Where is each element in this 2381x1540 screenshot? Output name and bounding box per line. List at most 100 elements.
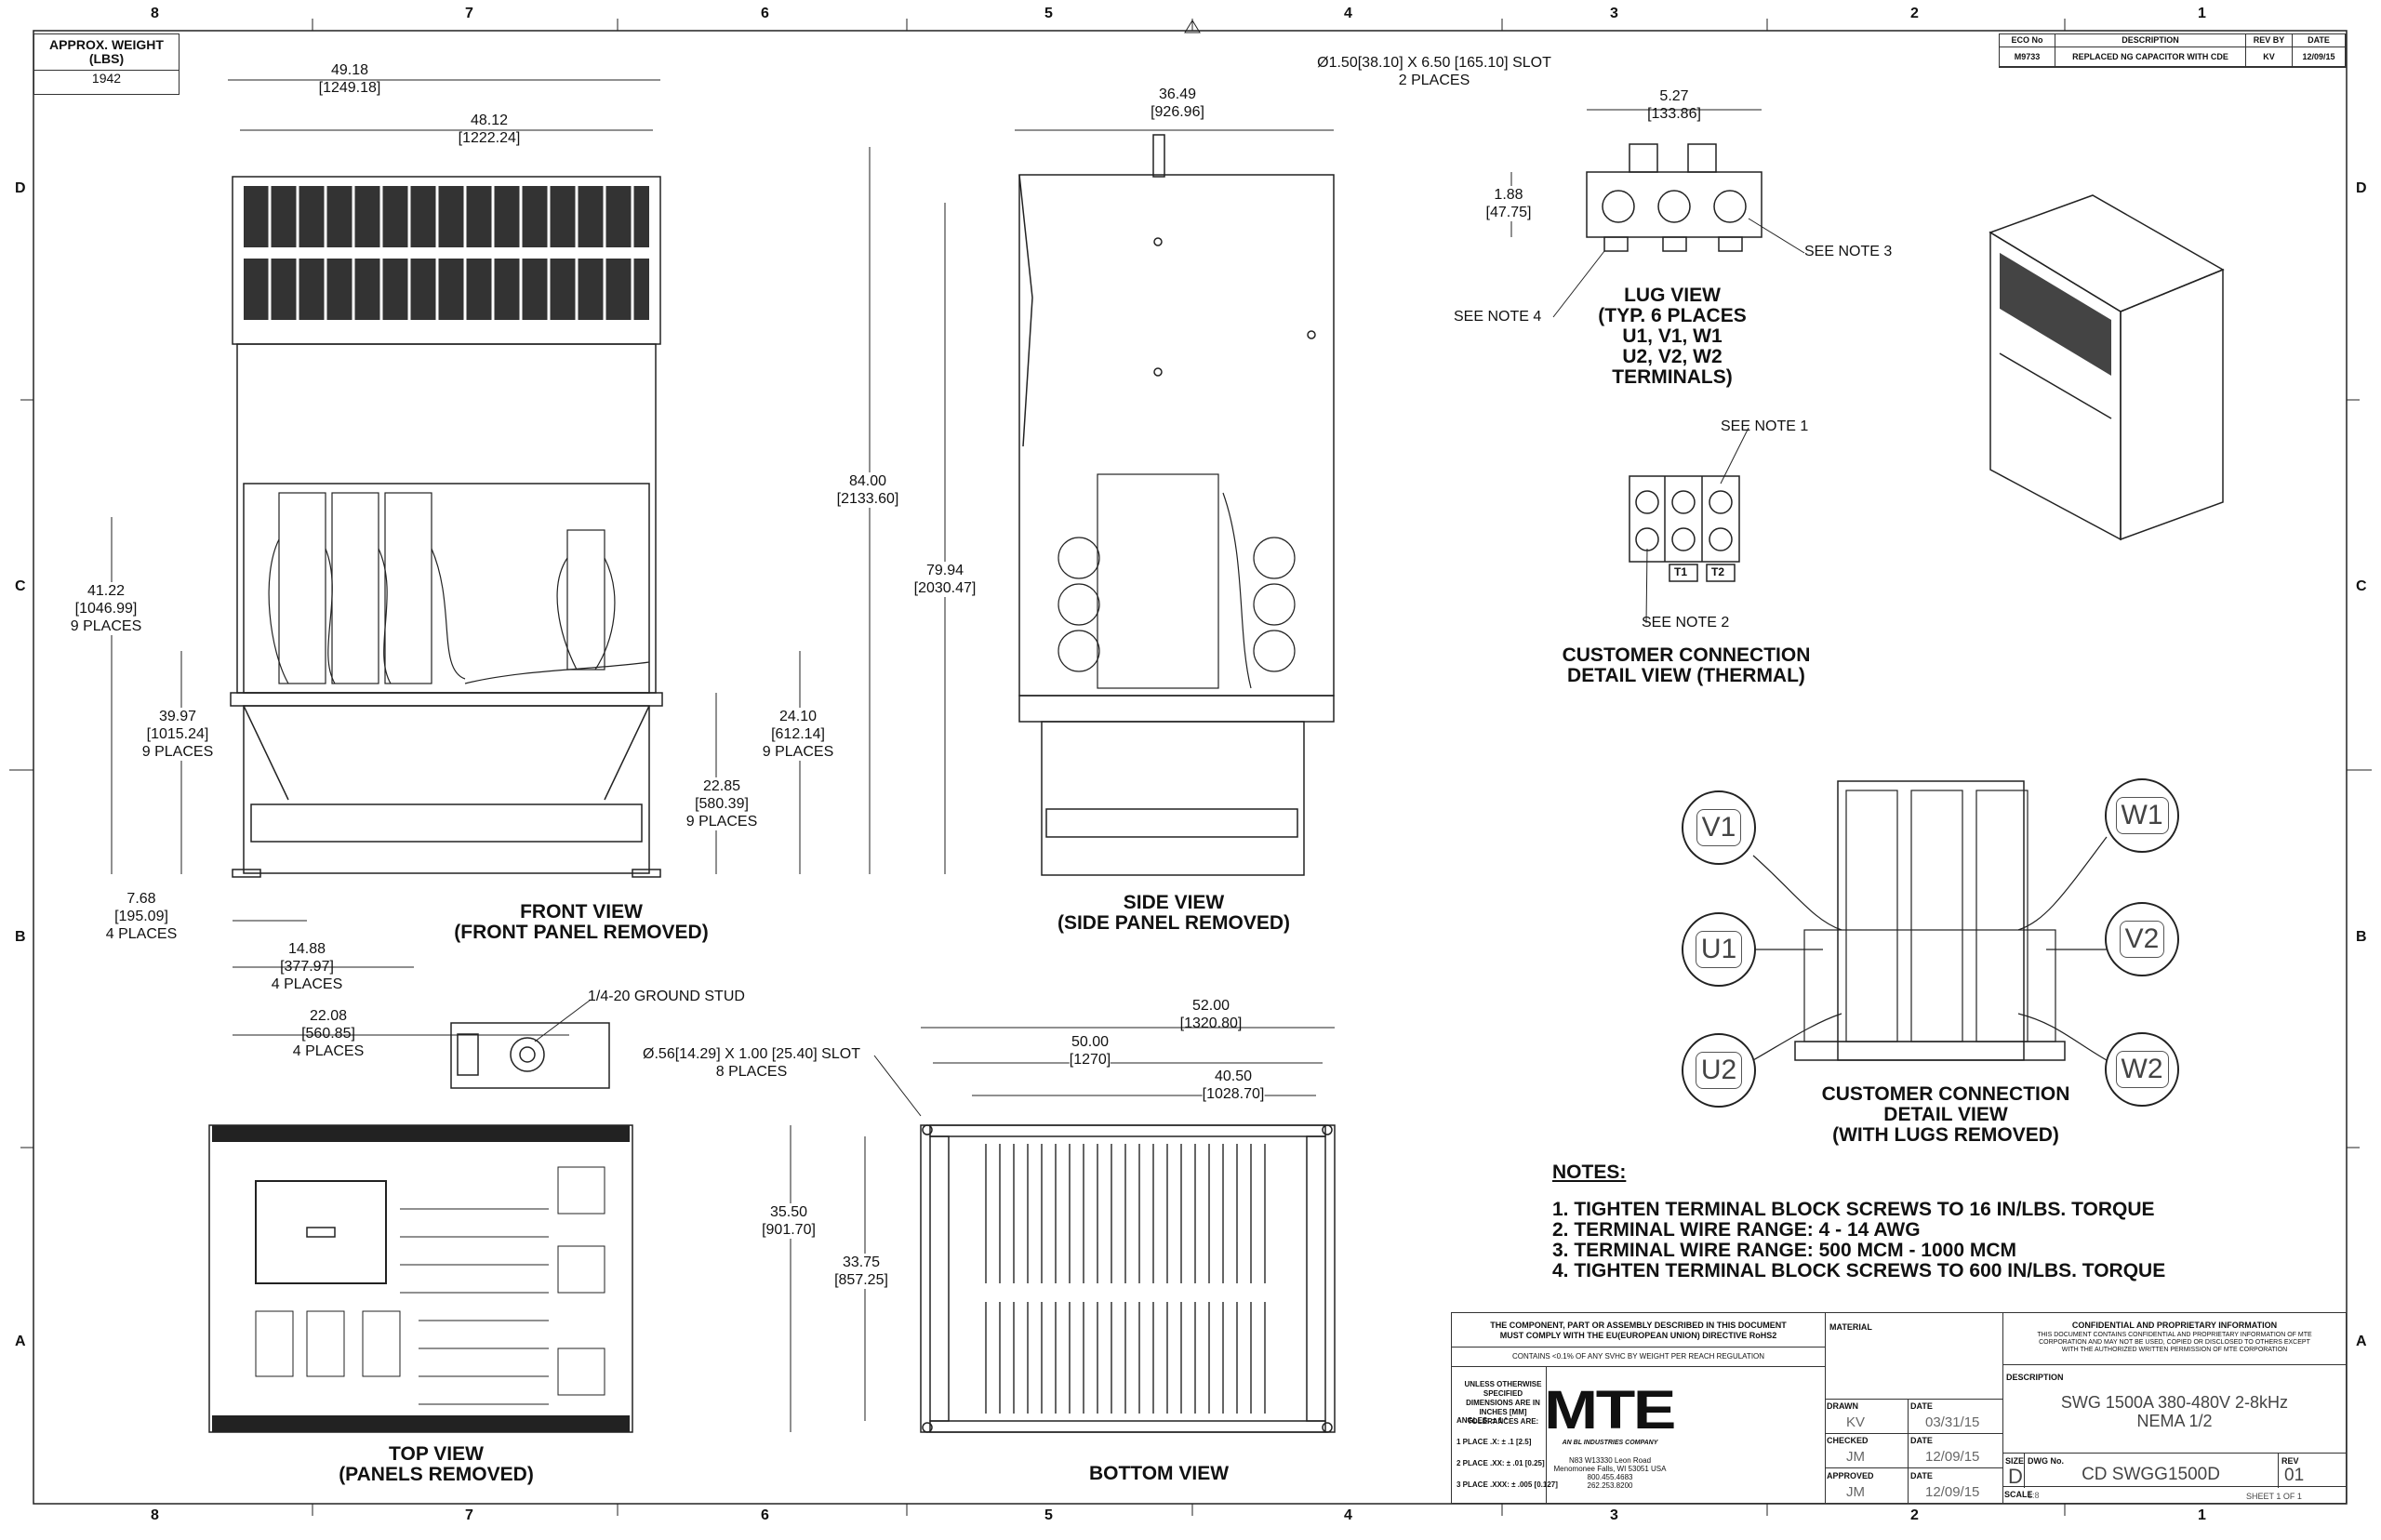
rev-header: REV BY	[2246, 34, 2293, 47]
zone-col: 3	[1610, 6, 1618, 21]
zone-row: D	[2356, 180, 2367, 196]
rohs-text: THE COMPONENT, PART OR ASSEMBLY DESCRIBE…	[1490, 1321, 1787, 1340]
terminal-callout: U1	[1682, 912, 1756, 987]
size-label: SIZE	[2005, 1456, 2025, 1466]
dimension: 36.49 [926.96]	[1151, 86, 1204, 121]
tolerance: 1 PLACE .X: ± .1 [2.5]	[1457, 1438, 1532, 1446]
tb-reach: CONTAINS <0.1% OF ANY SVHC BY WEIGHT PER…	[1451, 1347, 1826, 1367]
dimension: 49.18 [1249.18]	[318, 62, 381, 96]
notes: NOTES: 1. TIGHTEN TERMINAL BLOCK SCREWS …	[1552, 1162, 2165, 1281]
view-title: LUG VIEW (TYP. 6 PLACES U1, V1, W1 U2, V…	[1598, 285, 1747, 388]
zone-row: B	[2356, 929, 2367, 945]
dimension: 41.22 [1046.99] 9 PLACES	[70, 582, 142, 635]
approved-date: 12/09/15	[1925, 1484, 1980, 1500]
drawn-date: 03/31/15	[1925, 1414, 1980, 1430]
view-title: BOTTOM VIEW	[1088, 1463, 1230, 1484]
notes-heading: NOTES:	[1552, 1162, 1627, 1183]
date-label: DATE	[1910, 1401, 1933, 1411]
drawn-by: KV	[1846, 1414, 1866, 1430]
zone-col: 5	[1044, 6, 1053, 21]
dimension: 22.85 [580.39] 9 PLACES	[685, 777, 758, 830]
zone-col: 6	[761, 6, 769, 21]
zone-col: 7	[465, 1507, 473, 1523]
weight-box: APPROX. WEIGHT (LBS) 1942	[33, 33, 180, 95]
approved-label: APPROVED	[1827, 1471, 1874, 1480]
terminal-label: V2	[2119, 921, 2165, 958]
zone-col: 2	[1910, 6, 1919, 21]
zone-col: 7	[465, 6, 473, 21]
note-callout: SEE NOTE 4	[1454, 309, 1542, 325]
zone-col: 8	[151, 1507, 159, 1523]
tb-description: DESCRIPTION SWG 1500A 380-480V 2-8kHz NE…	[2002, 1364, 2347, 1504]
zone-col: 4	[1344, 6, 1352, 21]
description-label: DESCRIPTION	[2006, 1373, 2064, 1382]
terminal-label: V1	[1696, 809, 1742, 846]
view-title: TOP VIEW (PANELS REMOVED)	[339, 1443, 534, 1485]
weight-value: 1942	[91, 71, 122, 86]
divider	[1546, 1367, 1547, 1504]
rev-header: DESCRIPTION	[2055, 34, 2246, 47]
drawing-number: CD SWGG1500D	[2082, 1465, 2220, 1484]
zone-row: C	[2356, 578, 2367, 594]
zone-row: A	[15, 1334, 26, 1349]
zone-col: 8	[151, 6, 159, 21]
terminal-label: W2	[2115, 1051, 2169, 1088]
dimension: 79.94 [2030.47]	[913, 562, 977, 597]
drawn-label: DRAWN	[1827, 1401, 1858, 1411]
dimension: 50.00 [1270]	[1069, 1033, 1111, 1069]
terminal-callout: V1	[1682, 790, 1756, 865]
dimension: 52.00 [1320.80]	[1179, 998, 1243, 1031]
divider	[1908, 1399, 1909, 1504]
checked-date: 12/09/15	[1925, 1449, 1980, 1465]
slot-callout: Ø1.50[38.10] X 6.50 [165.10] SLOT 2 PLAC…	[1317, 55, 1551, 88]
revision: 01	[2284, 1466, 2305, 1485]
confidential-text: THIS DOCUMENT CONTAINS CONFIDENTIAL AND …	[2037, 1332, 2312, 1353]
sheet: SHEET 1 OF 1	[2246, 1492, 2302, 1501]
dimension: 5.27 [133.86]	[1647, 88, 1701, 122]
terminal-label: T2	[1711, 565, 1725, 578]
ground-stud-callout: 1/4-20 GROUND STUD	[588, 989, 745, 1004]
view-title: CUSTOMER CONNECTION DETAIL VIEW (THERMAL…	[1562, 644, 1811, 686]
dimension: 39.97 [1015.24] 9 PLACES	[141, 708, 214, 761]
slot-callout: Ø.56[14.29] X 1.00 [25.40] SLOT 8 PLACES	[643, 1046, 860, 1080]
terminal-label: U1	[1695, 931, 1743, 968]
rev-by: KV	[2246, 47, 2293, 67]
rev-header: DATE	[2293, 34, 2346, 47]
terminal-callout: W2	[2105, 1032, 2179, 1107]
terminal-callout: U2	[1682, 1033, 1756, 1108]
dwg-label: DWG No.	[2028, 1456, 2064, 1466]
mte-logo: MTE	[1544, 1380, 1676, 1440]
zone-row: B	[15, 929, 26, 945]
dimension: 35.50 [901.70]	[762, 1203, 816, 1239]
date-label: DATE	[1910, 1436, 1933, 1445]
date-label: DATE	[1910, 1471, 1933, 1480]
note-callout: SEE NOTE 2	[1642, 615, 1730, 631]
terminal-callout: W1	[2105, 778, 2179, 853]
note-item: 3. TERMINAL WIRE RANGE: 500 MCM - 1000 M…	[1552, 1240, 2017, 1261]
note-item: 1. TIGHTEN TERMINAL BLOCK SCREWS TO 16 I…	[1552, 1199, 2155, 1220]
zone-col: 4	[1344, 1507, 1352, 1523]
scale-label: SCALE	[2004, 1490, 2033, 1499]
dimension: 24.10 [612.14] 9 PLACES	[762, 708, 834, 761]
view-title: CUSTOMER CONNECTION DETAIL VIEW (WITH LU…	[1821, 1083, 2070, 1146]
logo-subtitle: AN BL INDUSTRIES COMPANY	[1562, 1440, 1658, 1446]
size: D	[2008, 1465, 2023, 1488]
approved-by: JM	[1846, 1484, 1865, 1500]
zone-col: 3	[1610, 1507, 1618, 1523]
rev-description: REPLACED NG CAPACITOR WITH CDE	[2055, 47, 2246, 67]
description: SWG 1500A 380-480V 2-8kHz NEMA 1/2	[2060, 1393, 2289, 1430]
note-item: 4. TIGHTEN TERMINAL BLOCK SCREWS TO 600 …	[1552, 1260, 2166, 1281]
revision-block: ECO No DESCRIPTION REV BY DATE M9733 REP…	[1999, 33, 2347, 68]
checked-label: CHECKED	[1827, 1436, 1869, 1445]
terminal-label: U2	[1695, 1052, 1743, 1089]
dimension: 40.50 [1028.70]	[1202, 1068, 1265, 1103]
note-callout: SEE NOTE 1	[1721, 418, 1809, 434]
tb-confidential: CONFIDENTIAL AND PROPRIETARY INFORMATION…	[2002, 1312, 2347, 1365]
checked-by: JM	[1846, 1449, 1865, 1465]
dimension: 48.12 [1222.24]	[458, 113, 521, 146]
terminal-label: T1	[1674, 565, 1688, 578]
rev-header: ECO No	[2000, 34, 2055, 47]
zone-row: C	[15, 578, 26, 594]
scale: 1:8	[2028, 1491, 2040, 1500]
